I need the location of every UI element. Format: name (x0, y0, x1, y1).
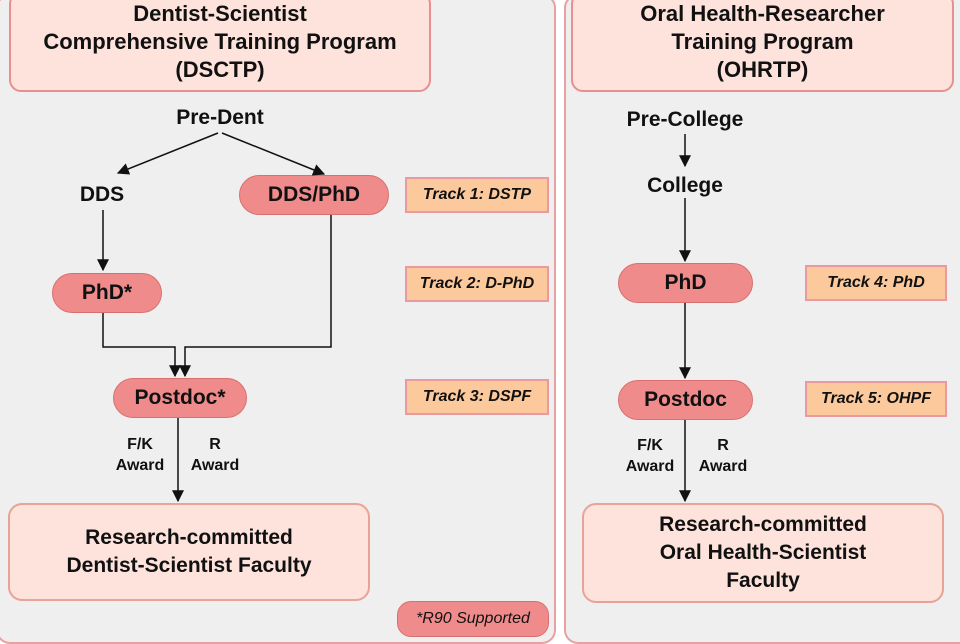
dsctp-title-line-3: (DSCTP) (175, 57, 265, 82)
dsctp-title-line-2: Comprehensive Training Program (43, 29, 397, 54)
postdoc-node-right: Postdoc (618, 380, 753, 420)
faculty-right-line-2: Oral Health-Scientist (659, 541, 867, 564)
phd-node: PhD* (52, 273, 162, 313)
ohrtp-title-line-2: Training Program (671, 29, 854, 54)
r90-footnote: *R90 Supported (397, 601, 549, 637)
r-award-label-right: R Award (698, 437, 748, 475)
track-3-label: Track 3: DSPF (405, 379, 549, 415)
oral-health-scientist-faculty: Research-committed Oral Health-Scientist… (582, 503, 944, 603)
college-label: College (647, 174, 723, 197)
dds-label: DDS (79, 183, 125, 206)
dds-phd-node: DDS/PhD (239, 175, 389, 215)
ohrtp-title-line-3: (OHRTP) (716, 57, 809, 82)
track-1-label: Track 1: DSTP (405, 177, 549, 213)
dentist-scientist-faculty: Research-committed Dentist-Scientist Fac… (8, 503, 370, 601)
pre-college-label: Pre-College (626, 108, 744, 131)
track-4-label: Track 4: PhD (805, 265, 947, 301)
ohrtp-title: Oral Health-Researcher Training Program … (571, 0, 954, 92)
faculty-right-line-3: Faculty (726, 569, 800, 592)
dsctp-title: Dentist-Scientist Comprehensive Training… (9, 0, 431, 92)
dsctp-title-line-1: Dentist-Scientist (133, 1, 307, 26)
fk-award-label: F/K Award (115, 436, 165, 474)
phd-node-right: PhD (618, 263, 753, 303)
postdoc-node: Postdoc* (113, 378, 247, 418)
faculty-line-1: Research-committed (85, 526, 293, 549)
track-5-label: Track 5: OHPF (805, 381, 947, 417)
pre-dent-label: Pre-Dent (176, 106, 264, 129)
track-2-label: Track 2: D-PhD (405, 266, 549, 302)
fk-award-label-right: F/K Award (625, 437, 675, 475)
faculty-line-2: Dentist-Scientist Faculty (66, 554, 312, 577)
faculty-right-line-1: Research-committed (659, 513, 867, 536)
ohrtp-title-line-1: Oral Health-Researcher (640, 1, 885, 26)
r-award-label: R Award (190, 436, 240, 474)
